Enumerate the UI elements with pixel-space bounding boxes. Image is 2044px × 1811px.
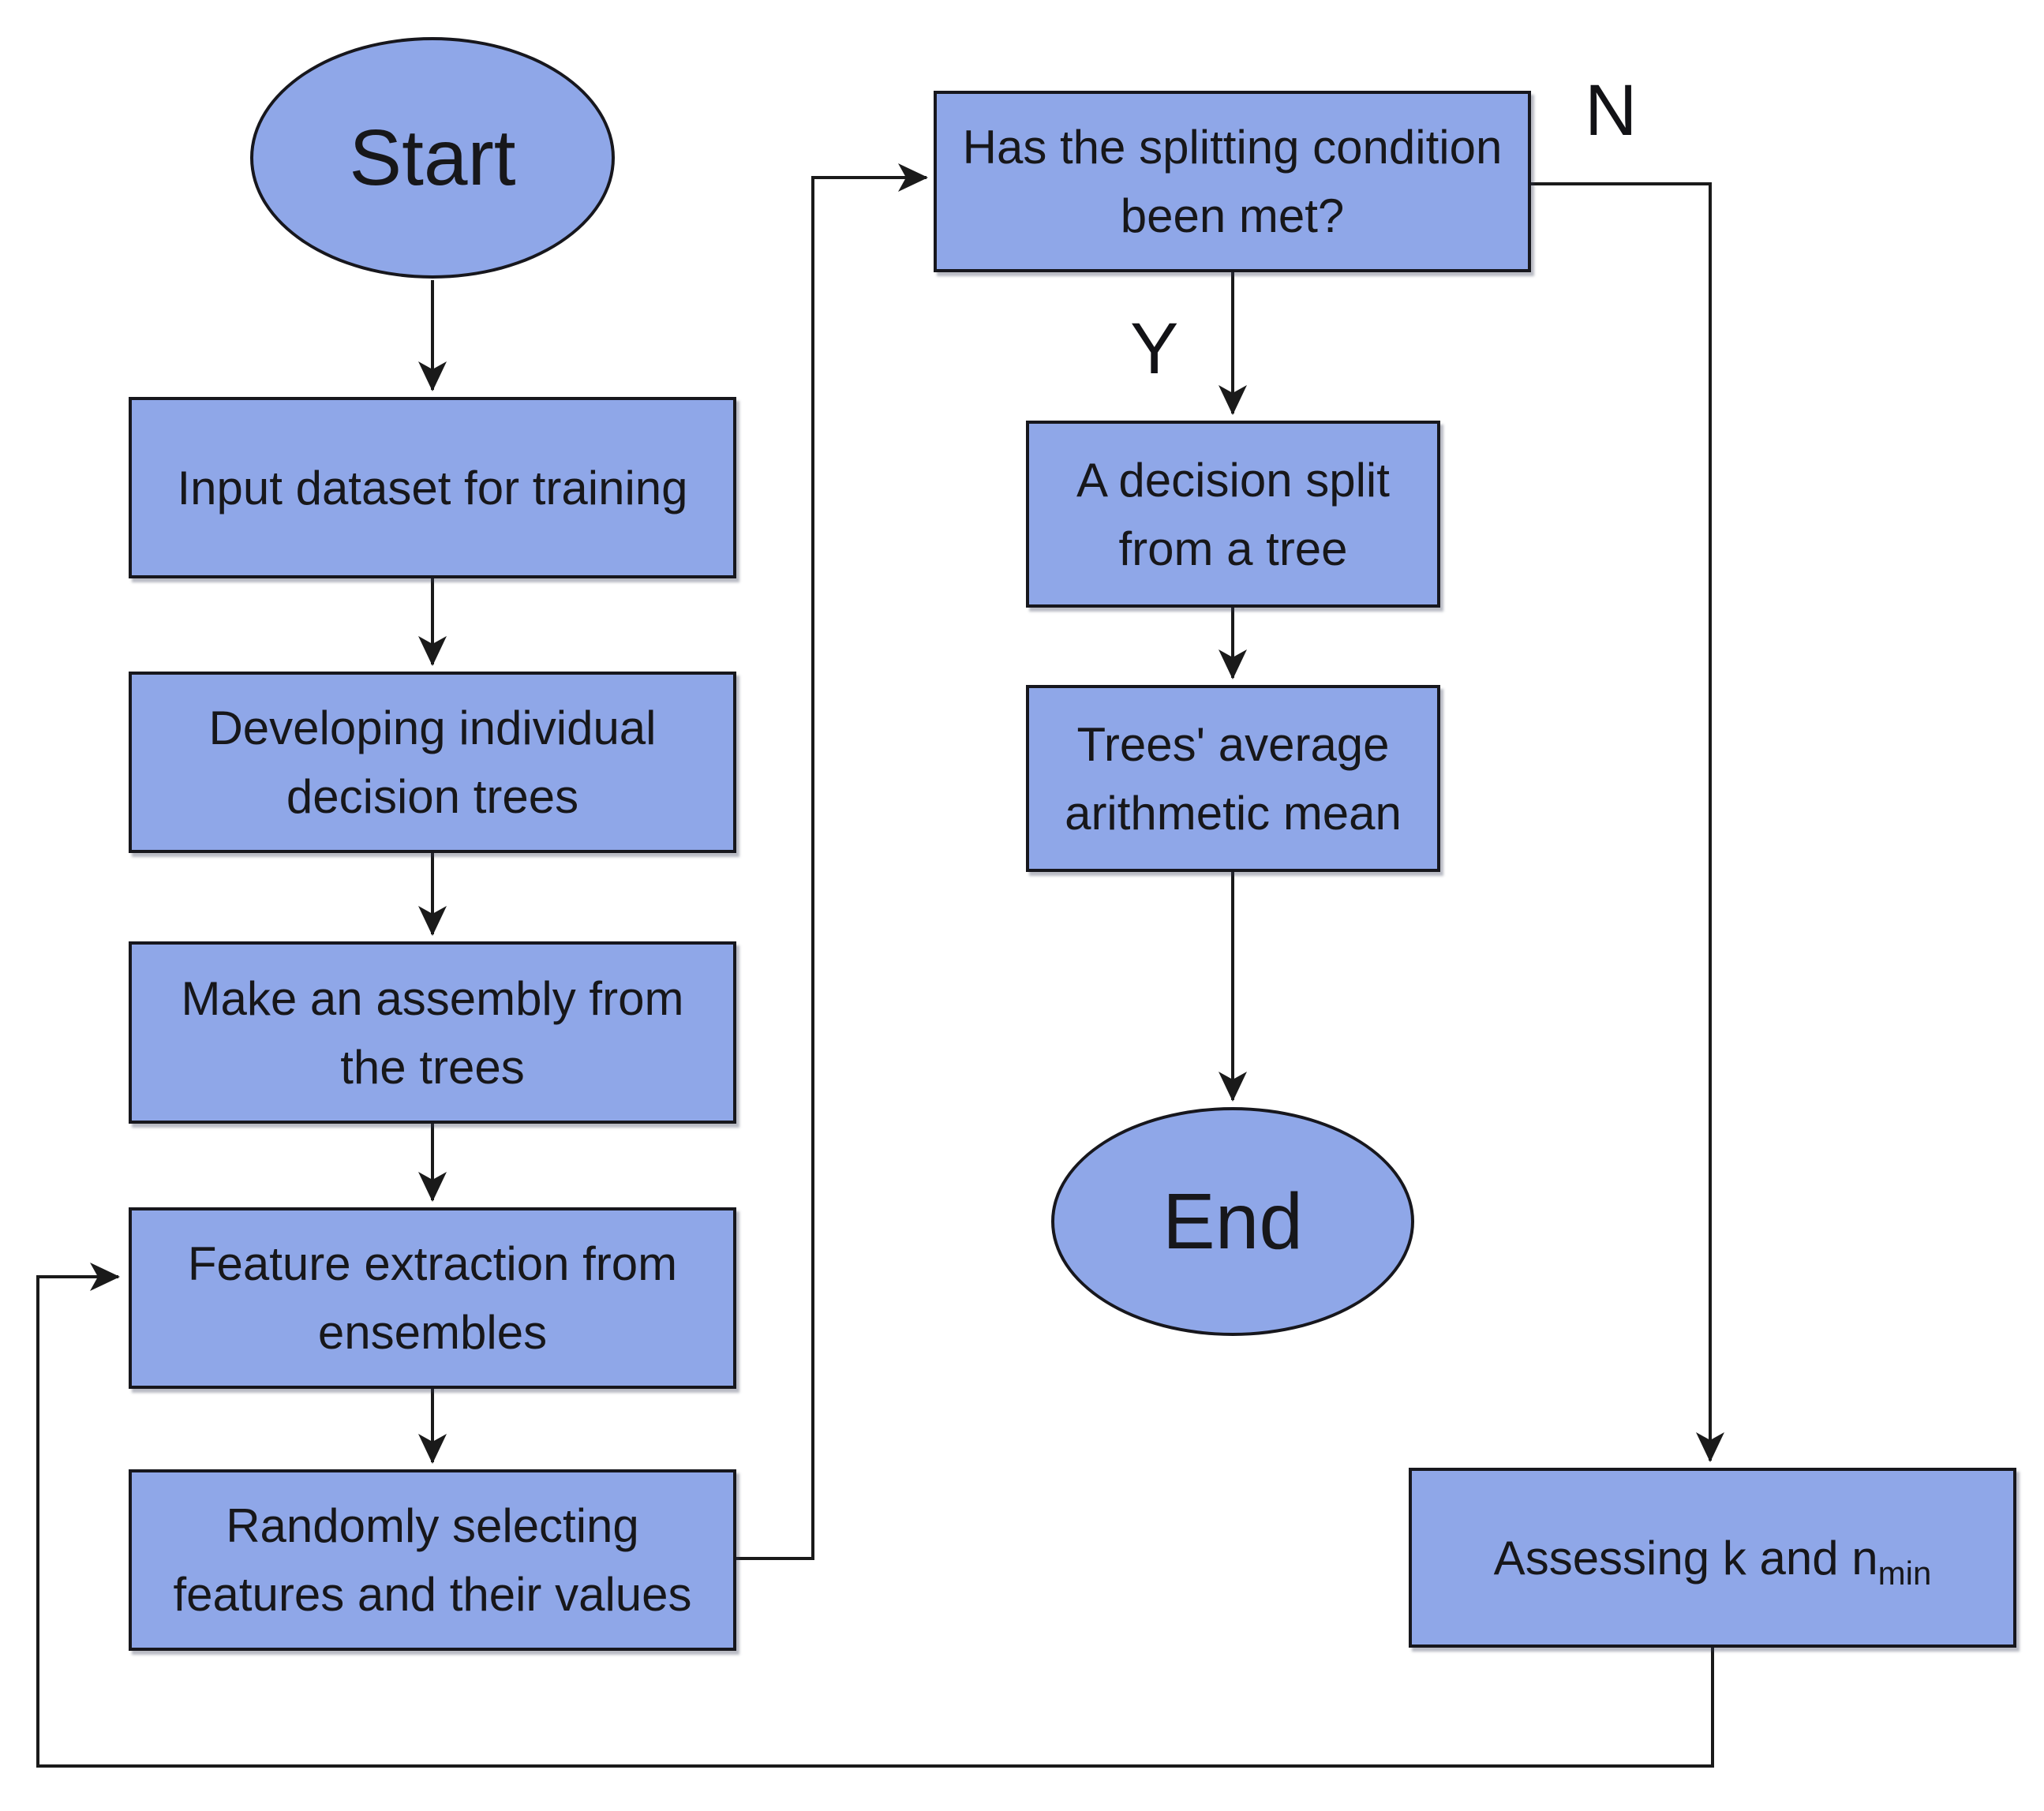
- flow-node-input-dataset-label: Input dataset for training: [177, 461, 688, 514]
- flow-node-trees-mean: Trees' average arithmetic mean: [1026, 685, 1440, 872]
- flow-node-make-assembly-label: Make an assembly from the trees: [181, 971, 684, 1094]
- edge-random-splitq: [736, 163, 928, 1560]
- edge-splitq-assess-no: [1531, 182, 1724, 1462]
- flow-node-end: End: [1051, 1107, 1414, 1336]
- flow-node-developing-trees-label: Developing individual decision trees: [208, 702, 657, 823]
- flow-node-assessing-k-nmin-label: Assessing k and nmin: [1493, 1531, 1932, 1592]
- flow-node-random-selection-label: Randomly selecting features and their va…: [173, 1499, 692, 1621]
- flow-node-developing-trees: Developing individual decision trees: [129, 672, 736, 853]
- flow-node-decision-split: A decision split from a tree: [1026, 421, 1440, 608]
- flow-node-decision-split-label: A decision split from a tree: [1076, 453, 1390, 575]
- edge-label-yes: Y: [1130, 309, 1179, 389]
- flow-node-make-assembly: Make an assembly from the trees: [129, 941, 736, 1124]
- flow-node-input-dataset: Input dataset for training: [129, 397, 736, 578]
- flow-node-feature-extraction: Feature extraction from ensembles: [129, 1207, 736, 1389]
- nmin-subscript: min: [1877, 1554, 1932, 1592]
- flow-node-feature-extraction-label: Feature extraction from ensembles: [187, 1237, 678, 1359]
- flow-node-trees-mean-label: Trees' average arithmetic mean: [1065, 717, 1402, 840]
- flow-node-splitting-condition: Has the splitting condition been met?: [934, 91, 1531, 272]
- edge-label-no: N: [1585, 70, 1638, 151]
- flow-node-start-label: Start: [349, 113, 516, 202]
- flow-node-start: Start: [250, 37, 615, 279]
- flow-node-assessing-k-nmin: Assessing k and nmin: [1409, 1468, 2016, 1648]
- flow-node-random-selection: Randomly selecting features and their va…: [129, 1469, 736, 1651]
- edge-assess-feature-loop: [36, 1263, 1714, 1768]
- flow-node-end-label: End: [1162, 1177, 1303, 1266]
- flow-node-splitting-condition-label: Has the splitting condition been met?: [962, 121, 1503, 242]
